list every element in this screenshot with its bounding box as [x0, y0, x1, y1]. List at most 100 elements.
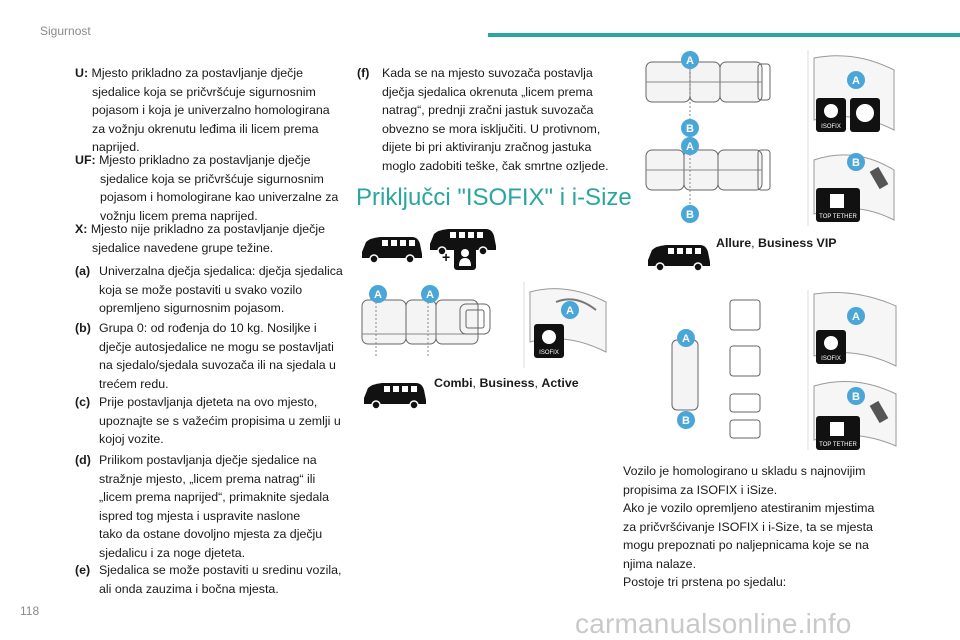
- caption-part: Combi: [434, 376, 473, 390]
- svg-text:A: A: [686, 141, 694, 153]
- def-e: (e) Sjedalica se može postaviti u sredin…: [75, 561, 355, 598]
- body-line: Vozilo je homologirano u skladu s najnov…: [623, 464, 866, 478]
- caption-part: Allure: [716, 236, 752, 250]
- def-text: sjedalice koja se pričvršćuje sigurnosni…: [92, 84, 316, 99]
- svg-text:B: B: [852, 391, 860, 403]
- def-text: kojoj vozite.: [99, 432, 164, 446]
- svg-text:A: A: [852, 311, 860, 323]
- tether-hook-icon: [869, 166, 889, 190]
- seat-plan-icon: [757, 63, 771, 101]
- running-header: Sigurnost: [40, 24, 91, 38]
- isize-badge: [850, 98, 880, 132]
- left-column: U: Mjesto prikladno za postavljanje dječ…: [75, 64, 345, 157]
- svg-text:B: B: [686, 123, 694, 135]
- def-text: dječja sjedalica okrenuta „licem prema: [382, 84, 593, 99]
- body-line: Postoje tri prstena po sjedalu:: [623, 575, 787, 589]
- svg-text:A: A: [682, 333, 690, 345]
- svg-text:B: B: [682, 415, 690, 427]
- def-text: pojasom i homologirane kao univerzalne z…: [100, 190, 339, 204]
- def-text: Mjesto prikladno za postavljanje dječje: [91, 66, 303, 80]
- def-d: (d) Prilikom postavljanja dječje sjedali…: [75, 451, 350, 562]
- body-line: njima nalaze.: [623, 556, 697, 571]
- def-text: dječje autosjedalice ne mogu se postavlj…: [99, 339, 334, 354]
- body-line: za pričvršćivanje ISOFIX i i-Size, ta se…: [623, 519, 873, 534]
- def-label: (a): [75, 264, 91, 278]
- def-text: ispred tog mjesta i uspravite naslone: [99, 508, 301, 523]
- van-icon: [364, 383, 426, 410]
- marker-a: A: [369, 285, 387, 303]
- caption-combi: Combi, Business, Active: [434, 376, 579, 390]
- body-line: mogu prepoznati po naljepnicama koje se …: [623, 538, 869, 552]
- caption-sep: ,: [534, 376, 542, 390]
- svg-text:B: B: [686, 209, 694, 221]
- tether-hook-icon: [869, 400, 889, 424]
- def-text: Prilikom postavljanja dječje sjedalice n…: [99, 453, 317, 467]
- def-text: upoznajte se s važećim propisima u zemlj…: [99, 413, 341, 428]
- def-text: koja se može postaviti u svako vozilo: [99, 282, 303, 297]
- van-icons-group: +: [362, 229, 496, 270]
- def-label: (f): [357, 66, 370, 80]
- def-text: sjedalice koja se pričvršćuje sigurnosni…: [100, 171, 324, 186]
- marker-a: A: [421, 285, 439, 303]
- def-text: Sjedalica se može postaviti u sredinu vo…: [99, 563, 342, 577]
- svg-text:ISOFIX: ISOFIX: [539, 350, 559, 356]
- isofix-description: Vozilo je homologirano u skladu s najnov…: [623, 462, 923, 592]
- def-text: Univerzalna dječja sjedalica: dječja sje…: [99, 264, 343, 278]
- def-x: X: Mjesto nije prikladno za postavljanje…: [75, 220, 345, 257]
- marker-a: A: [681, 137, 699, 155]
- def-text: stražnje mjesto, „licem prema natrag“ il…: [99, 471, 316, 486]
- def-label: X:: [75, 222, 88, 236]
- def-label: U:: [75, 66, 89, 80]
- van-icon: [430, 229, 496, 256]
- def-c: (c) Prije postavljanja djeteta na ovo mj…: [75, 393, 350, 449]
- def-f: (f) Kada se na mjesto suvozača postavlja…: [357, 64, 617, 175]
- right-top-seat-diagram: A B A B A ISOFIX B TOP TETHER: [645, 50, 895, 226]
- svg-text:A: A: [686, 55, 694, 67]
- marker-a: A: [677, 329, 695, 347]
- def-text: vožnju licem prema naprijed.: [100, 208, 258, 223]
- def-text: dijete bi pri aktiviranju zračnog jastuk…: [382, 140, 592, 154]
- def-u: U: Mjesto prikladno za postavljanje dječ…: [75, 64, 345, 157]
- plus-sign: +: [442, 249, 450, 265]
- svg-text:B: B: [852, 157, 860, 169]
- body-line: Ako je vozilo opremljeno atestiranim mje…: [623, 501, 875, 515]
- marker-b: B: [681, 205, 699, 223]
- svg-text:TOP TETHER: TOP TETHER: [819, 214, 857, 220]
- child-seat-icon: [454, 246, 476, 270]
- def-text: opremljeno sigurnosnim pojasom.: [99, 301, 285, 315]
- seat-plan-icon: [459, 303, 491, 335]
- caption-allure: Allure, Business VIP: [716, 236, 837, 250]
- svg-text:ISOFIX: ISOFIX: [821, 356, 841, 362]
- section-title: Priključci "ISOFIX" i i-Size: [356, 184, 632, 211]
- def-text: pojasom i koja je univerzalno homologira…: [92, 103, 330, 117]
- def-text: Prije postavljanja djeteta na ovo mjesto…: [99, 395, 318, 409]
- def-text: trećem redu.: [99, 376, 169, 391]
- def-uf: UF: Mjesto prikladno za postavljanje dje…: [75, 151, 345, 225]
- def-a: (a) Univerzalna dječja sjedalica: dječja…: [75, 262, 350, 318]
- def-text: natrag“, prednji zračni jastuk suvozača: [382, 103, 594, 117]
- def-label: UF:: [75, 153, 96, 167]
- def-b: (b) Grupa 0: od rođenja do 10 kg. Nosilj…: [75, 319, 350, 393]
- svg-text:A: A: [852, 75, 860, 87]
- def-label: (b): [75, 321, 91, 335]
- def-text: moglo zadobiti teške, čak smrtne ozljede…: [382, 158, 609, 173]
- marker-a: A: [561, 301, 579, 319]
- header-accent-bar: [488, 33, 960, 37]
- def-label: (c): [75, 395, 91, 409]
- seat-plan-icon: [757, 149, 771, 191]
- def-text: obvezno se mora isključiti. U protivnom,: [382, 121, 601, 136]
- def-text: za vožnju okrenutu leđima ili licem prem…: [92, 121, 319, 136]
- watermark: carmanualsonline.info: [575, 608, 852, 639]
- svg-text:A: A: [426, 289, 434, 301]
- svg-text:TOP TETHER: TOP TETHER: [819, 442, 857, 448]
- isofix-badge: ISOFIX: [534, 324, 564, 358]
- marker-b: B: [847, 387, 865, 405]
- rear-bench-illustration: [645, 54, 763, 120]
- def-text: tako da ostane dovoljno mjesta za dječju: [99, 527, 323, 541]
- def-text: Mjesto nije prikladno za postavljanje dj…: [90, 222, 326, 236]
- marker-b: B: [681, 119, 699, 137]
- def-text: Grupa 0: od rođenja do 10 kg. Nosiljke i: [99, 321, 317, 335]
- svg-text:A: A: [566, 305, 574, 317]
- def-text: Kada se na mjesto suvozača postavlja: [382, 66, 593, 80]
- caption-sep: ,: [472, 376, 480, 390]
